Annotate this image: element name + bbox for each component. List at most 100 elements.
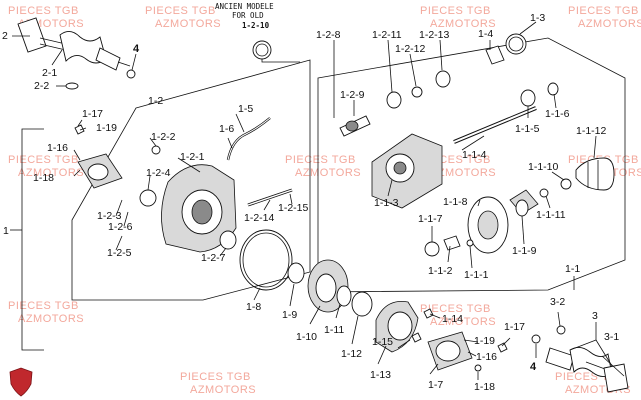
bolt-1-15-icon	[411, 332, 422, 343]
clip-1-1-6-icon	[547, 82, 559, 96]
callout-label: 1-1-5	[515, 123, 540, 135]
cover-1-13-icon	[375, 301, 419, 353]
callout-label: 2	[2, 30, 8, 42]
callout-label: 1-11	[324, 324, 344, 336]
callout-label: 1-19	[96, 122, 117, 134]
callout-label: 1-1-7	[418, 213, 443, 225]
callout-label: 1-2-6	[108, 221, 133, 233]
bolt-1-17b-icon	[497, 342, 508, 353]
callout-label: 1-18	[33, 172, 54, 184]
callout-label: 3-1	[604, 331, 619, 343]
callout-label: 1-15	[372, 336, 393, 348]
brake-disc-1-1-8-icon	[467, 196, 509, 254]
watermark-text: PIECES TGB	[285, 154, 356, 166]
boot-1-1-12-icon	[575, 157, 615, 191]
watermark-text: AZMOTORS	[430, 316, 496, 328]
callout-label: 1-19	[474, 335, 495, 347]
azmotors-shield-icon	[9, 367, 33, 397]
watermark-text: AZMOTORS	[430, 18, 496, 30]
callout-label: 2-2	[34, 80, 49, 92]
callout-label: 1-16	[476, 351, 497, 363]
callout-label: 1-2-14	[244, 212, 275, 224]
watermark-text: PIECES TGB	[420, 5, 491, 17]
callout-label: 4	[530, 361, 537, 373]
nut-1-2-2-icon	[151, 145, 161, 155]
callout-label: 1-1-1	[464, 269, 489, 281]
callout-label: 1-1-6	[545, 108, 570, 120]
bolt-1-18b-icon	[474, 364, 482, 372]
callout-label: 1-2-9	[340, 89, 365, 101]
leader-lines	[12, 21, 625, 380]
clip-1-1-11-icon	[539, 188, 549, 198]
callout-label: 1-14	[442, 313, 463, 325]
callout-label: 1	[3, 225, 9, 237]
callout-label: 1-2-11	[372, 29, 402, 41]
group-1-bracket	[21, 128, 44, 351]
watermark-text: AZMOTORS	[18, 167, 84, 179]
callout-label: 1-2-8	[316, 29, 341, 41]
callout-label: 1-1-10	[528, 161, 559, 173]
watermark-text: PIECES TGB	[180, 371, 251, 383]
oring-1-1-7-icon	[424, 241, 440, 257]
callout-label: 1-1-11	[536, 209, 566, 221]
bearing-1-1-2-icon	[443, 235, 461, 251]
callout-label: 3-2	[550, 296, 565, 308]
callout-label: 1-5	[238, 103, 253, 115]
cover-plate-1-16-icon	[427, 331, 473, 371]
callout-label: 1-2-7	[201, 252, 226, 264]
watermark-text: AZMOTORS	[578, 18, 641, 30]
callout-label: 1-2-2	[151, 131, 176, 143]
ring-1-1-10-icon	[560, 178, 572, 190]
callout-label: 1-1-2	[428, 265, 453, 277]
callout-label: 1-2-5	[107, 247, 132, 259]
seal-1-2-13-icon	[435, 70, 451, 88]
old-model-ref: 1-2-10	[242, 21, 270, 30]
clip-3-2-icon	[556, 325, 566, 335]
washer-1-2-12-icon	[411, 86, 423, 98]
callout-label: 1-6	[219, 123, 234, 135]
circlip-4b-icon	[531, 334, 541, 344]
vent-hose-icon	[226, 117, 271, 161]
gear-housing-icon	[161, 164, 237, 253]
header-note: ANCIEN MODELE FOR OLD 1-2-10	[215, 2, 274, 30]
shim-1-11-icon	[336, 285, 352, 307]
circlip-4-icon	[126, 69, 136, 79]
callout-label: 1-12	[341, 348, 362, 360]
callout-label: 1-18	[474, 381, 495, 393]
old-model-subtitle: FOR OLD	[232, 11, 264, 20]
callout-label: 1-2-1	[180, 151, 205, 163]
drive-shaft-upper-icon	[17, 17, 131, 71]
callout-label: 1-2-3	[97, 210, 122, 222]
drive-shaft-lower-icon	[545, 347, 629, 393]
callout-label: 1-1-3	[374, 197, 399, 209]
watermark-text: PIECES TGB	[420, 303, 491, 315]
callout-label: 1-1-4	[462, 149, 487, 161]
seal-1-2-4-icon	[139, 189, 157, 207]
watermark-text: PIECES TGB	[145, 5, 216, 17]
callout-label: 1-13	[370, 369, 391, 381]
callout-label: 1-1-8	[443, 196, 468, 208]
group-1-2-outline	[71, 59, 311, 301]
bolt-1-1-1-icon	[466, 239, 474, 247]
callout-label: 1-17	[82, 108, 103, 120]
callout-label: 1-1	[565, 263, 580, 275]
callout-label: 1-9	[282, 309, 297, 321]
watermark-text: PIECES TGB	[8, 154, 79, 166]
watermark-text: PIECES TGB	[8, 300, 79, 312]
watermark-text: PIECES TGB	[568, 5, 639, 17]
callout-labels: 2 2-1 2-2 4 1 1-2 1-5 1-6 1-17 1-19 1-16…	[2, 12, 619, 393]
callout-label: 1-10	[296, 331, 317, 343]
watermark-text: AZMOTORS	[295, 167, 361, 179]
shim-1-9-icon	[287, 262, 305, 284]
bolt-1-17-icon	[74, 124, 85, 135]
callout-label: 1-8	[246, 301, 261, 313]
callout-label: 1-2-4	[146, 167, 171, 179]
callout-label: 1-1-9	[512, 245, 537, 257]
flange-1-1-9-icon	[509, 189, 539, 217]
parts-layer	[9, 17, 629, 397]
watermark-text: PIECES TGB	[8, 5, 79, 17]
callout-label: 2-1	[42, 67, 57, 79]
callout-label: 3	[592, 310, 598, 322]
callout-label: 1-16	[47, 142, 68, 154]
